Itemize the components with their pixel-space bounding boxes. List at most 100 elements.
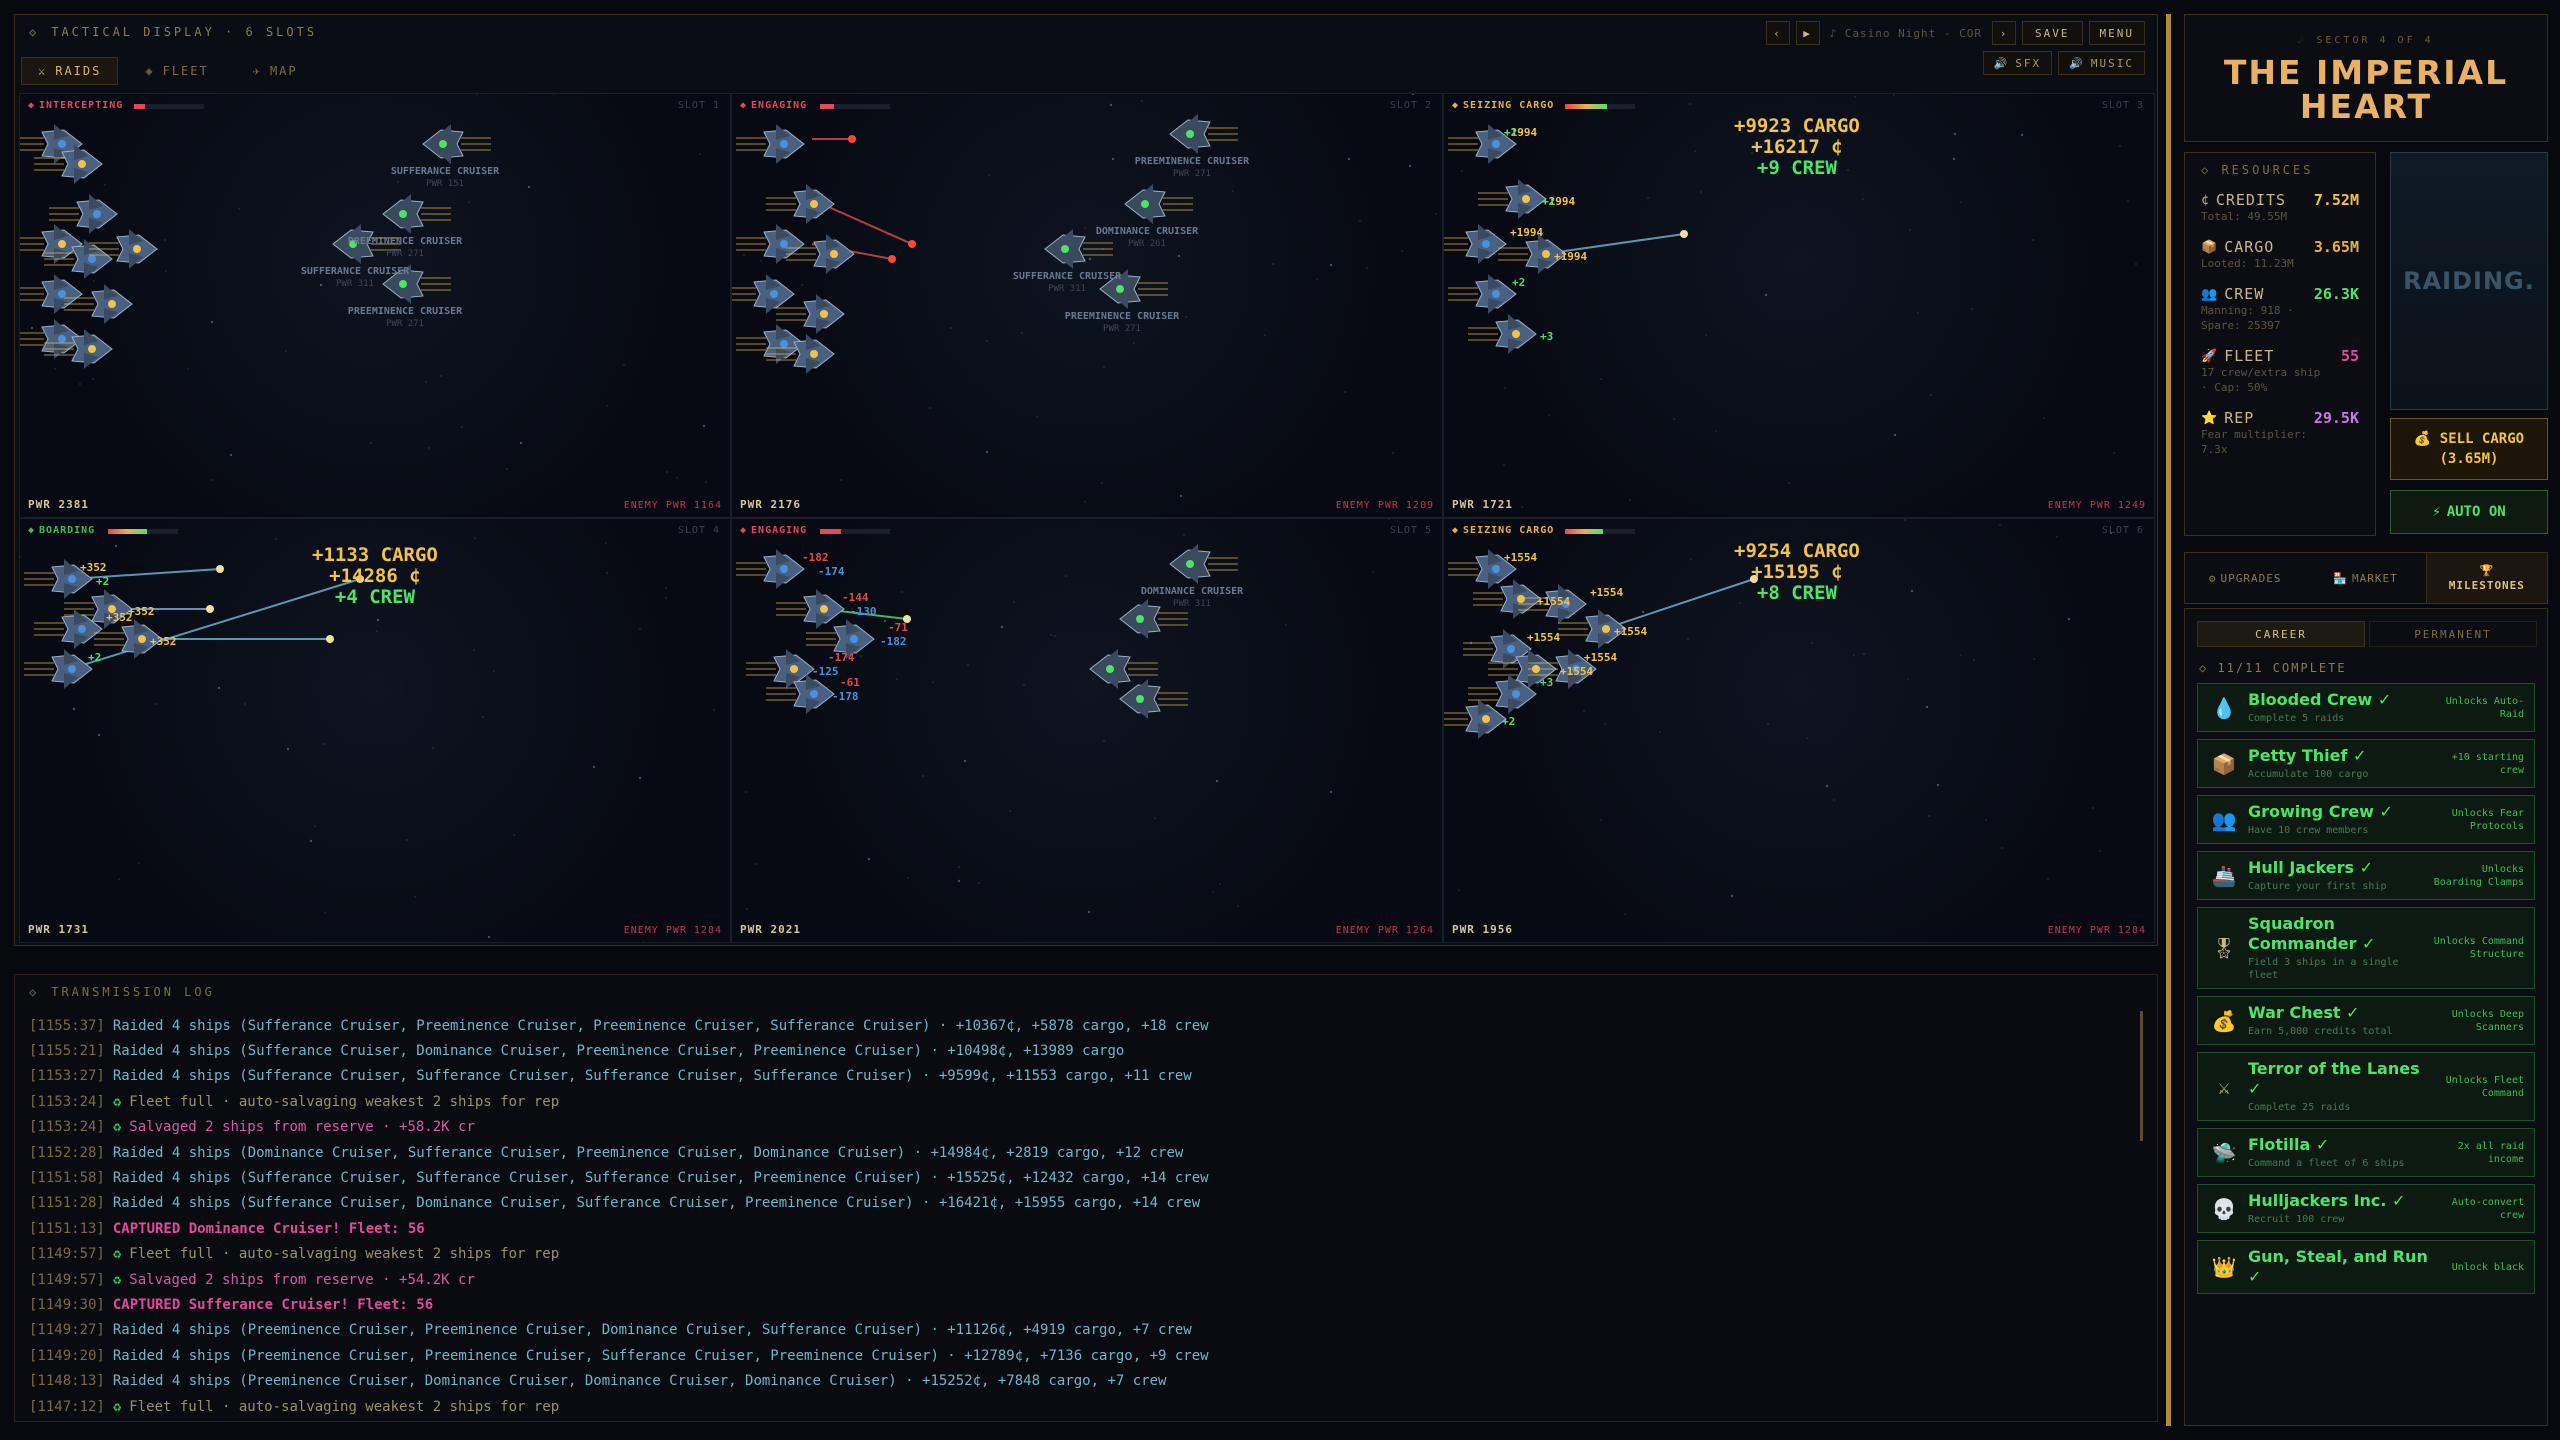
next-track-button[interactable]: › [1992,21,2016,45]
enemy-power: ENEMY PWR 1284 [623,925,722,936]
star [2119,145,2121,147]
prev-track-button[interactable]: ‹ [1765,21,1790,45]
log-entry: [1147:12]♻Fleet full · auto-salvaging we… [29,1394,2139,1417]
star [1179,494,1183,498]
loot-popup: +1133 CARGO+14286 ¢+4 CREW [312,545,438,608]
milestone-card[interactable]: 📦Petty Thief ✓Accumulate 100 cargo+10 st… [2197,739,2535,788]
panel-divider[interactable] [2166,14,2171,1426]
enemy-power: ENEMY PWR 1249 [2047,500,2146,511]
star [883,619,887,623]
progress-fill [820,529,841,534]
slot-progress-bar [1564,104,1635,109]
ship [776,294,845,334]
floating-number: -182 [802,551,829,564]
menu-button[interactable]: MENU [2088,21,2145,45]
subtab-permanent[interactable]: PERMANENT [2369,621,2537,647]
milestone-card[interactable]: 👑Gun, Steal, and Run ✓Unlock black [2197,1240,2535,1294]
star [110,219,112,221]
floating-number: +1554 [1560,665,1593,678]
tab-raids[interactable]: ⚔RAIDS [21,57,119,85]
star [323,743,325,745]
milestone-reward: Unlocks Command Structure [2433,936,2524,960]
raid-slot[interactable]: +1554+1554+1554+1554+1554+1554+1554+2+3◆… [1443,518,2155,943]
milestone-body: Petty Thief ✓Accumulate 100 cargo [2248,746,2428,781]
star [639,628,641,630]
log-entry: [1153:24]♻Salvaged 2 ships from reserve … [29,1115,2139,1140]
star [285,350,287,352]
star [428,447,430,449]
slot-status: ◆INTERCEPTING [28,100,124,111]
sfx-toggle[interactable]: 🔊SFX [1982,51,2053,75]
star [396,309,398,311]
auto-raid-button[interactable]: ⚡AUTO ON [2390,490,2548,534]
log-timestamp: [1155:21] [29,1043,105,1060]
star [1272,263,1274,265]
star [72,707,76,711]
ship [1498,234,1567,274]
floating-number: -178 [832,690,859,703]
star [1212,891,1214,893]
star [1154,817,1156,819]
tab-upgrades[interactable]: ⚙UPGRADES [2208,571,2282,585]
star [2043,417,2045,419]
milestones-panel: CAREER PERMANENT ◇ 11/11 COMPLETE 💧Blood… [2184,608,2548,1426]
swords-icon: ⚔ [38,64,48,78]
recycle-icon: ♻ [112,1119,122,1136]
loot-credits: +15195 ¢ [1751,561,1843,583]
status-icon: ◆ [1452,525,1460,536]
tab-fleet[interactable]: ◈FLEET [145,64,209,78]
star [155,703,157,705]
subtab-career[interactable]: CAREER [2197,621,2365,647]
milestone-body: Hulljackers Inc. ✓Recruit 100 crew [2248,1191,2428,1226]
sell-cargo-button[interactable]: 💰 SELL CARGO (3.65M) [2390,418,2548,480]
star [1101,482,1103,484]
save-button[interactable]: SAVE [2022,21,2083,45]
star [2020,133,2024,137]
star [1183,534,1185,536]
star [78,561,80,563]
ship [766,334,835,374]
slot-status: ◆SEIZING CARGO [1452,100,1555,111]
tab-market[interactable]: 🏪MARKET [2333,571,2398,585]
milestone-description: Recruit 100 crew [2248,1214,2345,1225]
milestone-card[interactable]: 🎖Squadron Commander ✓Field 3 ships in a … [2197,907,2535,989]
tab-map[interactable]: ✈MAP [252,64,298,78]
star [1092,678,1094,680]
star [1687,638,1689,640]
resource-note: Spare: 25397 [2201,319,2281,332]
star [244,703,246,705]
music-toggle[interactable]: 🔊MUSIC [2058,51,2145,75]
loot-popup: +9923 CARGO+16217 ¢+9 CREW [1734,116,1860,179]
star [1925,705,1929,709]
star [1764,293,1768,297]
ship [89,229,158,269]
log-scrollbar[interactable] [2140,1011,2143,1141]
sell-cargo-amount: (3.65M) [2439,451,2499,467]
star [1548,414,1550,416]
milestone-description: Complete 5 raids [2248,713,2345,724]
log-list[interactable]: [1155:37]Raided 4 ships (Sufferance Crui… [29,1013,2139,1417]
star [986,340,988,342]
star [104,184,106,186]
raid-slot[interactable]: +1994+1994+1994+1994+2+3+2+2◆SEIZING CAR… [1443,93,2155,518]
star [1521,506,1523,508]
play-button[interactable]: ▶ [1795,21,1820,45]
floating-number: +1554 [1527,631,1560,644]
milestone-description: Complete 25 raids [2248,1102,2351,1113]
ship [1448,274,1517,314]
milestone-body: Flotilla ✓Command a fleet of 6 ships [2248,1135,2428,1170]
tab-milestones[interactable]: 🏆MILESTONES [2425,553,2547,603]
star [1999,524,2001,526]
